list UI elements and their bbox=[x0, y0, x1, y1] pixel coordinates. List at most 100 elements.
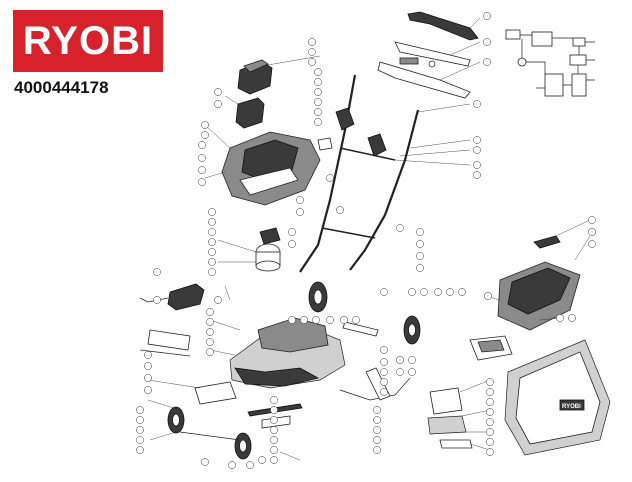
motor-cover bbox=[221, 131, 321, 206]
part-callout-circle bbox=[373, 406, 381, 414]
part-callout-circle bbox=[380, 346, 388, 354]
part-callout-circle bbox=[208, 228, 216, 236]
part-callout-circle bbox=[326, 174, 334, 182]
mower-deck bbox=[229, 317, 346, 389]
part-callout-circle bbox=[208, 208, 216, 216]
part-callout-circle bbox=[373, 426, 381, 434]
part-callout-circle bbox=[136, 416, 144, 424]
part-callout-circle bbox=[144, 374, 152, 382]
part-callout-circle bbox=[214, 88, 222, 96]
part-callout-circle bbox=[296, 196, 304, 204]
part-callout-circle bbox=[198, 178, 206, 186]
part-callout-circle bbox=[153, 296, 161, 304]
part-callout-circle bbox=[214, 296, 222, 304]
part-callout-circle bbox=[198, 154, 206, 162]
part-callout-circle bbox=[288, 228, 296, 236]
part-callout-circle bbox=[416, 240, 424, 248]
svg-text:RYOBI: RYOBI bbox=[562, 404, 581, 410]
part-callout-circle bbox=[416, 228, 424, 236]
part-callout-circle bbox=[380, 378, 388, 386]
battery-charger bbox=[139, 283, 205, 311]
part-callout-circle bbox=[486, 388, 494, 396]
part-callout-circle bbox=[486, 398, 494, 406]
part-callout-circle bbox=[473, 171, 481, 179]
wiring-schematic bbox=[505, 29, 595, 97]
part-callout-circle bbox=[208, 268, 216, 276]
part-callout-circle bbox=[288, 240, 296, 248]
part-callout-circle bbox=[588, 240, 596, 248]
switch-box bbox=[317, 107, 387, 157]
part-callout-circle bbox=[408, 288, 416, 296]
part-callout-circle bbox=[270, 456, 278, 464]
part-callout-circle bbox=[416, 264, 424, 272]
part-callout-circle bbox=[308, 38, 316, 46]
part-callout-circle bbox=[396, 368, 404, 376]
part-callout-circle bbox=[473, 146, 481, 154]
part-callout-circle bbox=[246, 461, 254, 469]
part-callout-circle bbox=[198, 166, 206, 174]
wheels bbox=[167, 281, 421, 460]
part-callout-circle bbox=[336, 206, 344, 214]
part-callout-circle bbox=[484, 292, 492, 300]
part-callout-circle bbox=[153, 268, 161, 276]
part-callout-circle bbox=[373, 416, 381, 424]
part-callout-circle bbox=[588, 228, 596, 236]
part-callout-circle bbox=[314, 88, 322, 96]
part-callout-circle bbox=[373, 436, 381, 444]
part-callout-circle bbox=[206, 348, 214, 356]
part-callout-circle bbox=[308, 48, 316, 56]
part-callout-circle bbox=[214, 100, 222, 108]
part-callout-circle bbox=[486, 438, 494, 446]
part-callout-circle bbox=[486, 408, 494, 416]
part-callout-circle bbox=[486, 428, 494, 436]
part-callout-circle bbox=[473, 161, 481, 169]
part-callout-circle bbox=[486, 418, 494, 426]
grass-collection-bag: RYOBI bbox=[504, 339, 611, 456]
part-callout-circle bbox=[144, 386, 152, 394]
part-callout-circle bbox=[458, 288, 466, 296]
part-callout-circle bbox=[483, 58, 491, 66]
part-callout-circle bbox=[270, 436, 278, 444]
part-callout-circle bbox=[434, 288, 442, 296]
part-callout-circle bbox=[206, 308, 214, 316]
part-callout-circle bbox=[312, 316, 320, 324]
part-callout-circle bbox=[473, 136, 481, 144]
part-callout-circle bbox=[201, 121, 209, 129]
part-callout-circle bbox=[296, 208, 304, 216]
part-callout-circle bbox=[373, 446, 381, 454]
part-callout-circle bbox=[473, 100, 481, 108]
part-callout-circle bbox=[314, 108, 322, 116]
part-callout-circle bbox=[208, 258, 216, 266]
part-callout-circle bbox=[144, 351, 152, 359]
part-callout-circle bbox=[201, 131, 209, 139]
part-callout-circle bbox=[136, 446, 144, 454]
part-callout-circle bbox=[446, 288, 454, 296]
part-callout-circle bbox=[483, 38, 491, 46]
part-callout-circle bbox=[380, 388, 388, 396]
part-callout-circle bbox=[270, 416, 278, 424]
part-callouts bbox=[136, 12, 596, 469]
part-callout-circle bbox=[314, 98, 322, 106]
part-callout-circle bbox=[396, 356, 404, 364]
part-callout-circle bbox=[136, 406, 144, 414]
part-callout-circle bbox=[270, 426, 278, 434]
rear-flap bbox=[427, 387, 473, 449]
leader-lines bbox=[147, 17, 591, 461]
part-callout-circle bbox=[556, 314, 564, 322]
part-callout-circle bbox=[308, 58, 316, 66]
part-callout-circle bbox=[588, 216, 596, 224]
mulch-plug bbox=[139, 329, 191, 357]
part-callout-circle bbox=[408, 356, 416, 364]
part-callout-circle bbox=[206, 318, 214, 326]
part-callout-circle bbox=[326, 316, 334, 324]
part-callout-circle bbox=[288, 316, 296, 324]
part-callout-circle bbox=[408, 368, 416, 376]
part-callout-circle bbox=[396, 224, 404, 232]
part-callout-circle bbox=[483, 12, 491, 20]
part-callout-circle bbox=[208, 218, 216, 226]
part-callout-circle bbox=[340, 316, 348, 324]
part-callout-circle bbox=[352, 316, 360, 324]
side-discharge bbox=[194, 381, 237, 405]
part-callout-circle bbox=[568, 314, 576, 322]
